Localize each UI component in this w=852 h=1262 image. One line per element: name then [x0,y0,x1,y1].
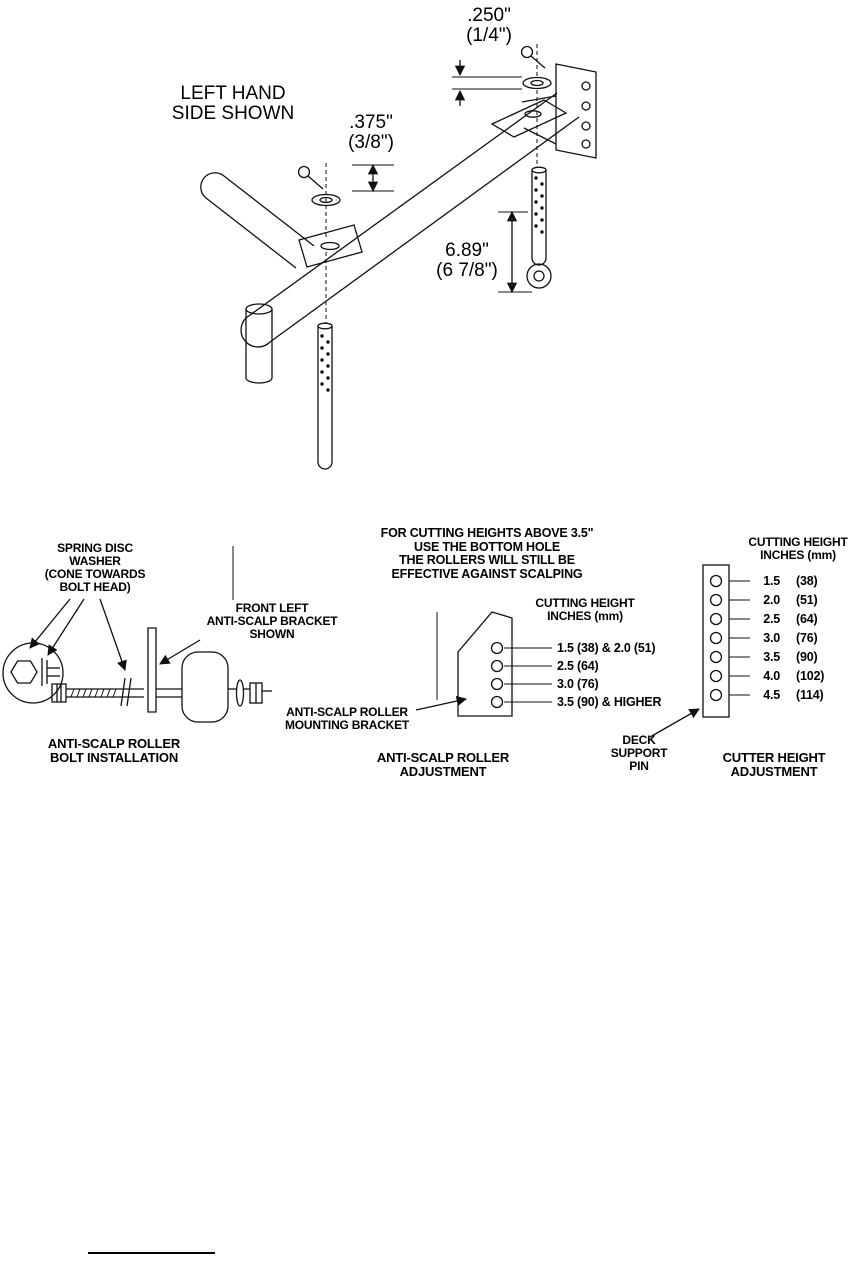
label-line: (CONE TOWARDS [44,567,146,581]
height-mm: (102) [796,669,825,683]
cutter-height-column-header: CUTTING HEIGHT INCHES (mm) [733,536,852,562]
label-line: FRONT LEFT [235,601,309,615]
dimension-label-quarter-inch: .250" (1/4") [439,6,539,46]
roller-adjustment-row: 2.5 (64) [557,659,599,673]
dimension-alt: (1/4") [466,25,512,46]
height-inches: 1.5 [763,574,780,588]
cutting-height-note: FOR CUTTING HEIGHTS ABOVE 3.5" USE THE B… [357,526,617,581]
height-inches: 2.0 [763,593,780,607]
height-inches: 2.5 [763,612,780,626]
roller-adjustment-caption: ANTI-SCALP ROLLER ADJUSTMENT [353,751,533,779]
height-mm: (51) [796,593,818,607]
label-line: SIDE SHOWN [171,103,295,124]
height-inches: 3.0 [763,631,780,645]
label-line: BOLT HEAD) [59,580,131,594]
label-line: PIN [629,759,649,773]
dimension-value: .250" [467,5,511,26]
height-inches: 4.0 [763,669,780,683]
footer-rule [88,1252,215,1254]
header-line: INCHES (mm) [760,548,836,562]
caption-line: ADJUSTMENT [730,764,818,779]
roller-adjustment-row: 3.5 (90) & HIGHER [557,695,662,709]
height-mm: (76) [796,631,818,645]
label-line: MOUNTING BRACKET [284,718,410,732]
roller-adjustment-row: 1.5 (38) & 2.0 (51) [557,641,656,655]
roller-adjustment-row: 3.0 (76) [557,677,599,691]
deck-support-pin-label: DECK SUPPORT PIN [599,734,679,773]
height-mm: (38) [796,574,818,588]
header-line: CUTTING HEIGHT [535,596,635,610]
cutter-height-row: 2.0 (51) [752,593,817,607]
height-mm: (90) [796,650,818,664]
height-mm: (114) [796,688,824,702]
label-line: LEFT HAND [180,83,286,104]
caption-line: CUTTER HEIGHT [722,750,826,765]
dimension-label-rod-length: 6.89" (6 7/8") [417,241,517,281]
dimension-alt: (3/8") [348,132,394,153]
bolt-installation-drawing [2,546,272,723]
label-line: SUPPORT [610,746,668,760]
header-line: INCHES (mm) [547,609,623,623]
cutter-height-row: 1.5 (38) [752,574,817,588]
height-inches: 3.5 [763,650,780,664]
view-orientation-label: LEFT HAND SIDE SHOWN [158,84,308,124]
rod-hole-dots [320,176,544,392]
roller-adjustment-drawing [415,611,552,717]
caption-line: ADJUSTMENT [399,764,487,779]
height-mm: (64) [796,612,818,626]
label-line: SHOWN [249,627,295,641]
cutter-height-row: 2.5 (64) [752,612,817,626]
note-line: EFFECTIVE AGAINST SCALPING [391,566,583,581]
cutter-height-caption: CUTTER HEIGHT ADJUSTMENT [694,751,852,779]
header-line: CUTTING HEIGHT [748,535,848,549]
mounting-bracket-label: ANTI-SCALP ROLLER MOUNTING BRACKET [262,706,432,732]
height-inches: 4.5 [763,688,780,702]
spring-disc-washer-note: SPRING DISC WASHER (CONE TOWARDS BOLT HE… [15,542,175,594]
dimension-value: 6.89" [445,240,489,261]
label-line: WASHER [69,554,121,568]
bolt-installation-caption: ANTI-SCALP ROLLER BOLT INSTALLATION [24,737,204,765]
note-line: THE ROLLERS WILL STILL BE [399,553,575,567]
dimension-label-three-eighths-inch: .375" (3/8") [321,113,421,153]
label-line: ANTI-SCALP ROLLER [286,705,408,719]
label-line: SPRING DISC [57,541,133,555]
caption-line: ANTI-SCALP ROLLER [376,750,510,765]
note-line: FOR CUTTING HEIGHTS ABOVE 3.5" [380,526,594,540]
cutter-height-drawing [649,564,750,738]
front-left-bracket-note: FRONT LEFT ANTI-SCALP BRACKET SHOWN [187,602,357,641]
cutter-height-row: 3.5 (90) [752,650,817,664]
cutter-height-row: 3.0 (76) [752,631,817,645]
deck-arm-assembly-drawing [200,44,597,470]
cutter-height-row: 4.0 (102) [752,669,824,683]
label-line: ANTI-SCALP BRACKET [206,614,338,628]
caption-line: BOLT INSTALLATION [49,750,179,765]
dimension-alt: (6 7/8") [436,260,498,281]
note-line: USE THE BOTTOM HOLE [414,539,560,554]
caption-line: ANTI-SCALP ROLLER [47,736,181,751]
cutter-height-row: 4.5 (114) [752,688,824,702]
label-line: DECK [622,733,656,747]
roller-adjustment-column-header: CUTTING HEIGHT INCHES (mm) [515,597,655,623]
dimension-value: .375" [349,112,393,133]
